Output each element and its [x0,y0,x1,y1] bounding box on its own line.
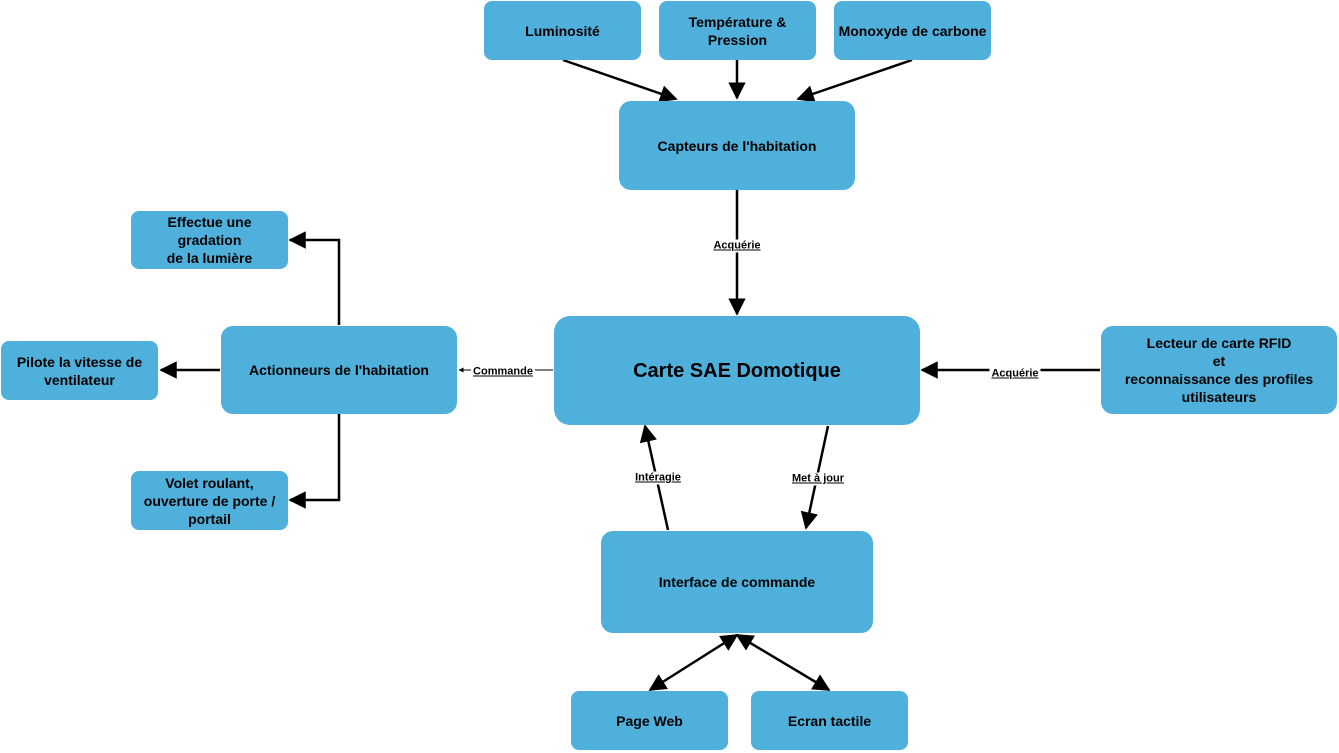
node-temperature-pression: Température & Pression [659,1,816,60]
node-page-web: Page Web [571,691,728,750]
edge-interface-ecran [735,633,831,692]
node-volet-roulant: Volet roulant, ouverture de porte / port… [131,471,288,530]
label-interagie: Intéragie [633,471,683,485]
node-ecran-tactile: Ecran tactile [751,691,908,750]
node-gradation-lumiere: Effectue une gradation de la lumière [131,211,288,269]
node-vitesse-ventilateur: Pilote la vitesse de ventilateur [1,341,158,400]
label-met-a-jour: Met à jour [790,472,846,486]
node-monoxyde-carbone: Monoxyde de carbone [834,1,991,60]
node-interface-commande: Interface de commande [601,531,873,633]
edge-actionneurs-volet [288,414,341,509]
edge-luminosite-capteurs [562,58,678,103]
node-capteurs-habitation: Capteurs de l'habitation [619,101,855,190]
label-commande: Commande [471,365,535,379]
node-carte-sae-domotique: Carte SAE Domotique [554,316,920,425]
node-actionneurs-habitation: Actionneurs de l'habitation [221,326,457,414]
edge-interface-pageweb [648,633,739,692]
label-acquerie-rfid: Acquérie [989,367,1041,381]
edge-monoxyde-capteurs [796,58,913,103]
node-lecteur-rfid: Lecteur de carte RFID et reconnaissance … [1101,326,1337,414]
label-acquerie-capteurs: Acquérie [711,239,763,253]
node-luminosite: Luminosité [484,1,641,60]
edge-actionneurs-gradation [288,231,341,325]
